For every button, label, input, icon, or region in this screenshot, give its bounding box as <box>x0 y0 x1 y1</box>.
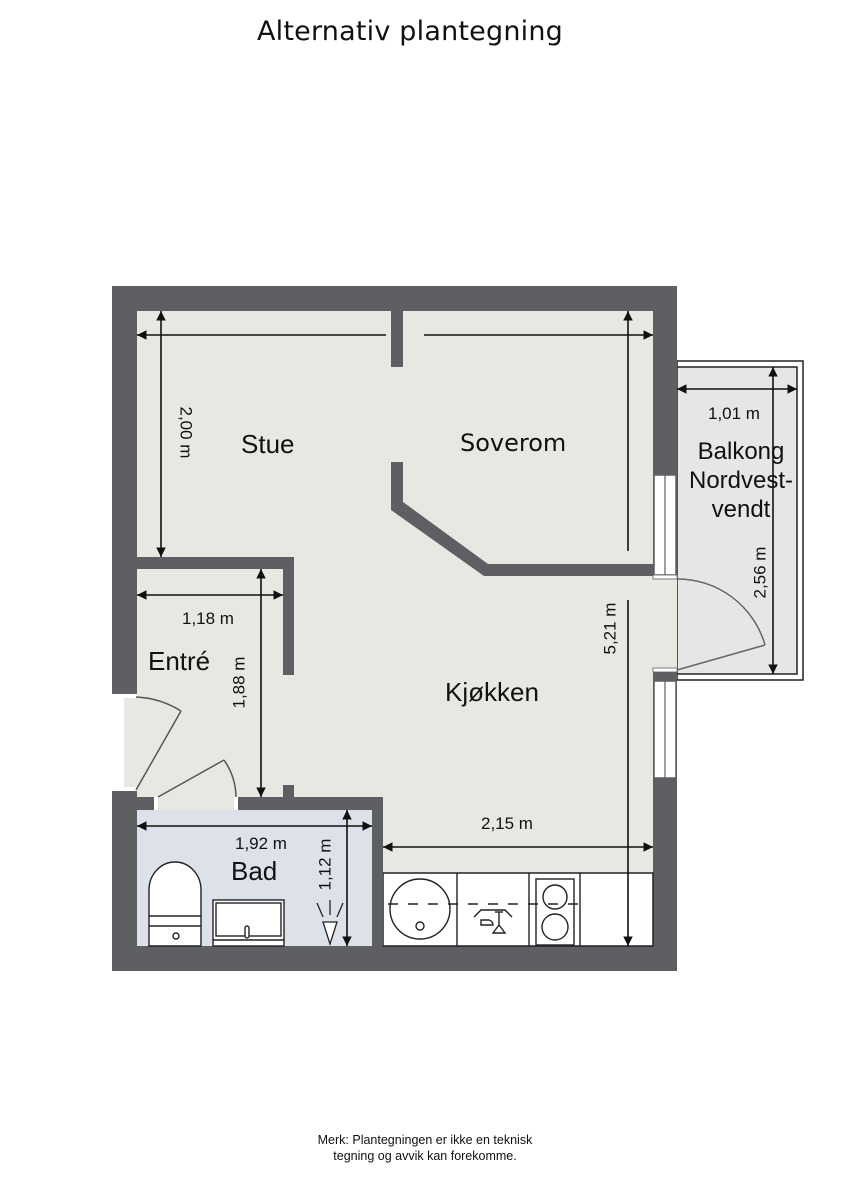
dishwasher-icon <box>473 909 513 934</box>
room-label-bad: Bad <box>231 856 278 886</box>
window-upper <box>653 474 677 576</box>
room-label-kjokken: Kjøkken <box>445 677 539 707</box>
dim-bad-width: 1,92 m <box>235 834 287 853</box>
page-title: Alternativ plantegning <box>256 16 563 47</box>
dim-stue-height: 2,00 m <box>176 406 196 459</box>
floors <box>112 311 654 947</box>
balkong-line2: Nordvest- <box>688 466 794 494</box>
sink-icon <box>212 899 285 947</box>
window-lower <box>653 680 677 779</box>
disclaimer-note: Merk: Plantegningen er ikke en teknisk t… <box>0 1133 850 1164</box>
entry-door[interactable] <box>112 694 182 791</box>
dim-balkong-width: 1,01 m <box>708 404 760 423</box>
note-line-1: Merk: Plantegningen er ikke en teknisk <box>317 1133 533 1147</box>
room-label-balkong: Balkong Nordvest- vendt <box>676 438 806 524</box>
dim-balkong-height: 2,56 m <box>750 546 770 599</box>
toilet-icon <box>148 861 202 947</box>
shower-icon <box>316 900 344 947</box>
room-label-entre: Entré <box>148 646 211 676</box>
room-label-stue: Stue <box>241 429 295 459</box>
balkong-line3: vendt <box>711 495 771 523</box>
dim-kjokken-height: 5,21 m <box>600 602 620 655</box>
balkong-line1: Balkong <box>697 438 785 465</box>
kitchen-counter <box>388 873 581 946</box>
bathroom-door[interactable] <box>154 759 238 810</box>
dim-bad-height: 1,12 m <box>315 838 335 891</box>
kitchen-sink-icon <box>389 878 451 940</box>
stove-icon <box>535 878 575 946</box>
dim-entre-width: 1,18 m <box>182 609 234 628</box>
note-line-2: tegning og avvik kan forekomme. <box>333 1148 517 1163</box>
dim-entre-height: 1,88 m <box>229 656 249 709</box>
room-label-soverom: Soverom <box>460 429 567 457</box>
dim-kjokken-width: 2,15 m <box>481 814 533 833</box>
balcony-door[interactable] <box>652 574 766 673</box>
dimension-lines <box>137 311 797 946</box>
